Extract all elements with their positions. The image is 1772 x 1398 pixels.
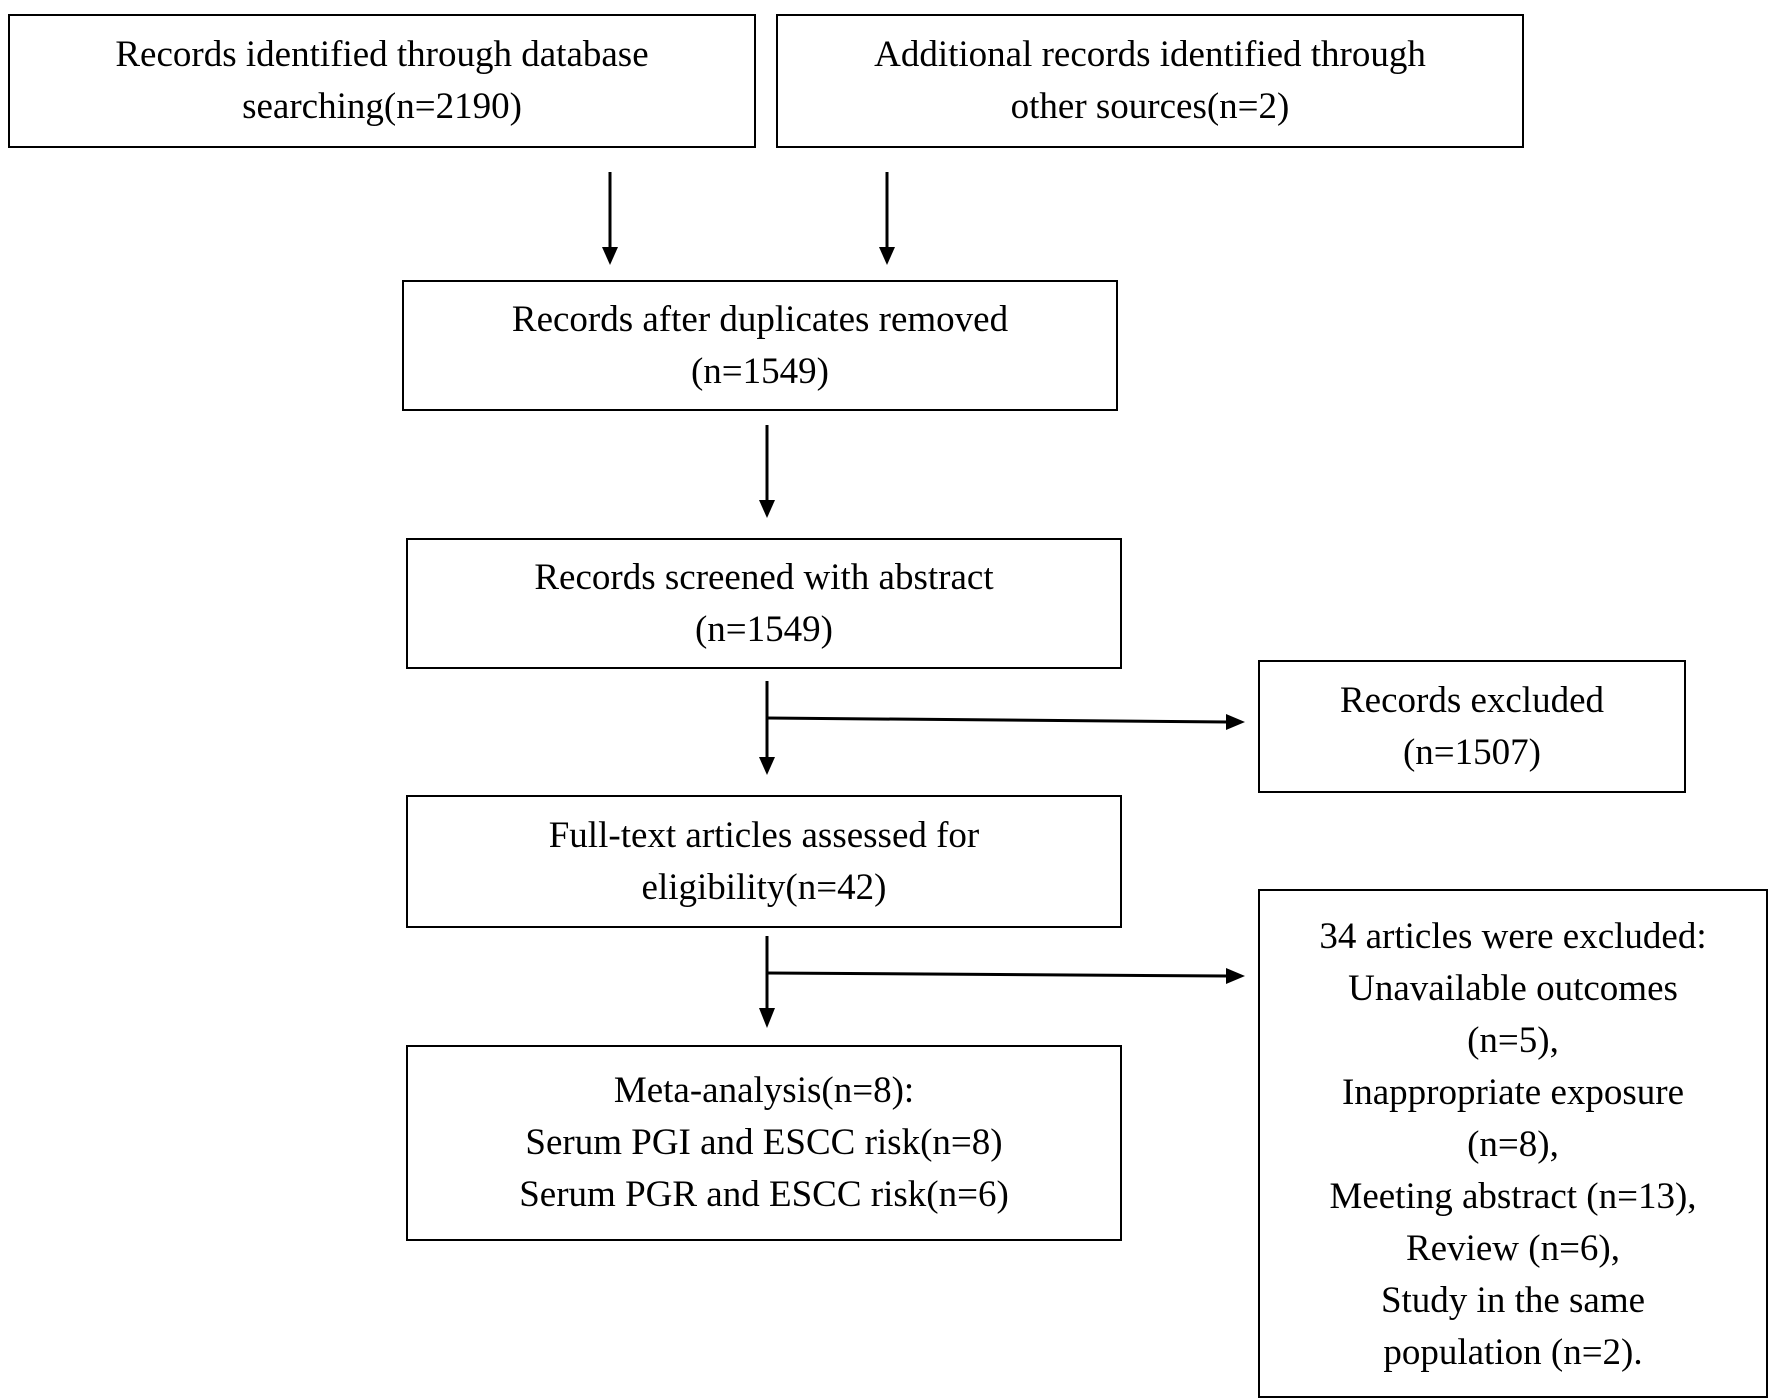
arrow-branch-excluded	[766, 716, 1229, 724]
box-line: eligibility(n=42)	[641, 866, 887, 908]
arrowhead-screened	[759, 757, 775, 775]
box-line: Additional records identified through	[874, 34, 1426, 75]
box-line: Full-text articles assessed for	[548, 814, 980, 856]
box-screened: Records screened with abstract (n=1549)	[406, 538, 1122, 669]
arrowhead-other	[879, 247, 895, 265]
arrowhead-db	[602, 247, 618, 265]
box-line: Meeting abstract (n=13),	[1329, 1175, 1697, 1217]
box-line: other sources(n=2)	[1010, 86, 1290, 127]
box-line: (n=5),	[1467, 1019, 1559, 1061]
box-line: (n=1507)	[1402, 731, 1541, 773]
box-line: Records after duplicates removed	[511, 298, 1009, 340]
box-line: Records identified through database	[115, 34, 649, 75]
box-records-identified-other: Additional records identified through ot…	[776, 14, 1524, 148]
box-line: (n=1549)	[690, 350, 829, 392]
box-line: population (n=2).	[1383, 1331, 1643, 1373]
box-line: (n=8),	[1467, 1123, 1559, 1165]
box-after-duplicates: Records after duplicates removed (n=1549…	[402, 280, 1118, 411]
box-line: Records screened with abstract	[534, 556, 994, 598]
box-line: searching(n=2190)	[242, 86, 522, 127]
box-line: 34 articles were excluded:	[1319, 915, 1707, 957]
arrowhead-excluded	[1226, 714, 1245, 730]
box-line: Serum PGI and ESCC risk(n=8)	[525, 1122, 1003, 1163]
box-line: Serum PGR and ESCC risk(n=6)	[519, 1174, 1009, 1215]
box-line: Inappropriate exposure	[1341, 1071, 1685, 1113]
box-records-excluded: Records excluded (n=1507)	[1258, 660, 1686, 793]
arrow-branch-articles-excluded	[766, 971, 1229, 978]
box-line: Meta-analysis(n=8):	[613, 1070, 915, 1111]
arrowhead-dedup	[759, 500, 775, 518]
box-line: Records excluded	[1339, 679, 1605, 721]
box-full-text-assessed: Full-text articles assessed for eligibil…	[406, 795, 1122, 928]
box-meta-analysis: Meta-analysis(n=8): Serum PGI and ESCC r…	[406, 1045, 1122, 1241]
box-line: (n=1549)	[694, 608, 833, 650]
box-articles-excluded: 34 articles were excluded: Unavailable o…	[1258, 889, 1768, 1398]
arrowhead-articles-excluded	[1226, 968, 1245, 984]
box-line: Review (n=6),	[1405, 1227, 1621, 1269]
box-line: Study in the same	[1380, 1279, 1646, 1321]
box-records-identified-database: Records identified through database sear…	[8, 14, 756, 148]
arrowhead-fulltext	[759, 1008, 775, 1028]
box-line: Unavailable outcomes	[1348, 967, 1678, 1009]
